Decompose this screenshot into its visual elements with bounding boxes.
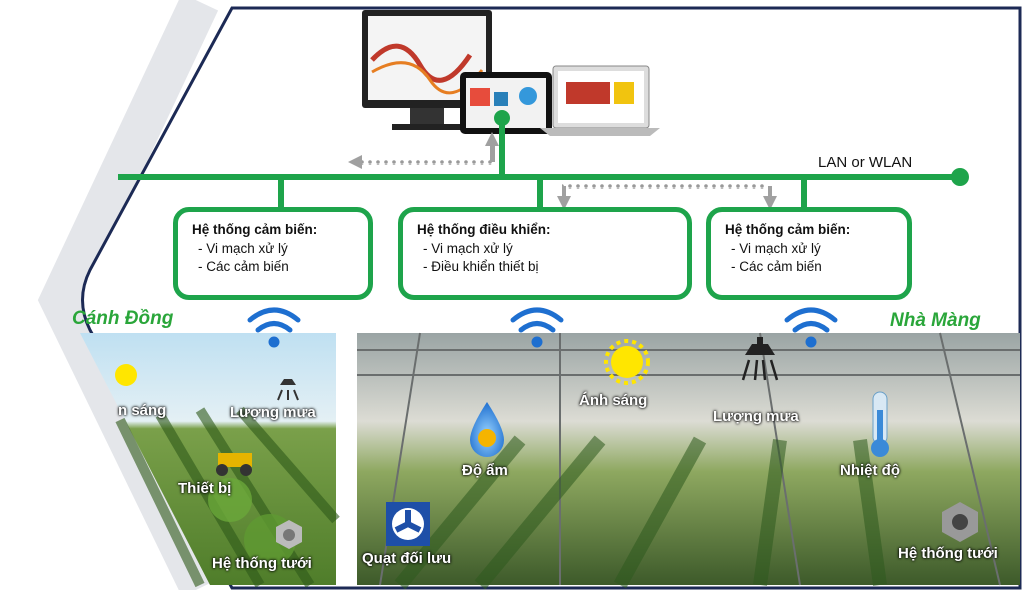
box-title: Hệ thống cảm biến: <box>192 222 318 237</box>
gh-fan-label: Quạt đối lưu <box>362 550 452 567</box>
gh-temperature-label: Nhiệt độ <box>840 462 900 479</box>
box-title: Hệ thống điều khiển: <box>417 222 551 237</box>
box-line: - Các cảm biến <box>198 259 289 274</box>
box-line: - Vi mạch xử lý <box>198 241 288 256</box>
fan-icon <box>386 502 430 546</box>
section-greenhouse: Nhà Màng <box>890 310 981 331</box>
box-title: Hệ thống cảm biến: <box>725 222 851 237</box>
sun-icon <box>115 364 137 386</box>
field-light-label: n sáng <box>118 402 167 419</box>
wifi-icon <box>510 307 564 348</box>
box-line: - Vi mạch xử lý <box>423 241 513 256</box>
sprinkler-icon <box>276 520 302 549</box>
box-line: - Vi mạch xử lý <box>731 241 821 256</box>
humidity-drop-icon <box>470 402 504 457</box>
tractor-icon <box>216 453 252 476</box>
gh-irrigation-label: Hệ thống tưới <box>898 545 998 562</box>
box-line: - Điều khiển thiết bị <box>423 259 539 274</box>
laptop-icon <box>540 65 660 136</box>
tablet-icon <box>460 72 552 134</box>
control-box: Hệ thống điều khiển: - Vi mạch xử lý - Đ… <box>398 207 692 300</box>
field-rain-label: Lượng mưa <box>230 404 316 421</box>
section-field: Cánh Đồng <box>72 308 174 329</box>
thermometer-icon <box>871 391 889 457</box>
sensor-box-greenhouse: Hệ thống cảm biến: - Vi mạch xử lý - Các… <box>706 207 912 300</box>
sun-icon <box>604 339 650 385</box>
gh-rain-label: Lượng mưa <box>713 408 799 425</box>
computer-node <box>494 110 510 126</box>
rain-shower-icon <box>741 337 779 381</box>
rain-shower-icon <box>277 379 299 401</box>
box-line: - Các cảm biến <box>731 259 822 274</box>
field-device-label: Thiết bị <box>178 480 232 497</box>
gh-humidity-label: Độ ẩm <box>462 462 508 479</box>
sensor-box-field: Hệ thống cảm biến: - Vi mạch xử lý - Các… <box>173 207 373 300</box>
gh-light-label: Ánh sáng <box>579 392 648 409</box>
network-node <box>951 168 969 186</box>
greenhouse-photo <box>357 332 1020 590</box>
data-flow-mid <box>557 184 777 210</box>
sprinkler-icon <box>942 502 978 542</box>
network-label: LAN or WLAN <box>818 154 913 171</box>
data-flow-left <box>348 132 499 169</box>
field-irrigation-label: Hệ thống tưới <box>212 555 312 572</box>
wifi-icon <box>784 307 838 348</box>
wifi-icon <box>247 307 301 348</box>
